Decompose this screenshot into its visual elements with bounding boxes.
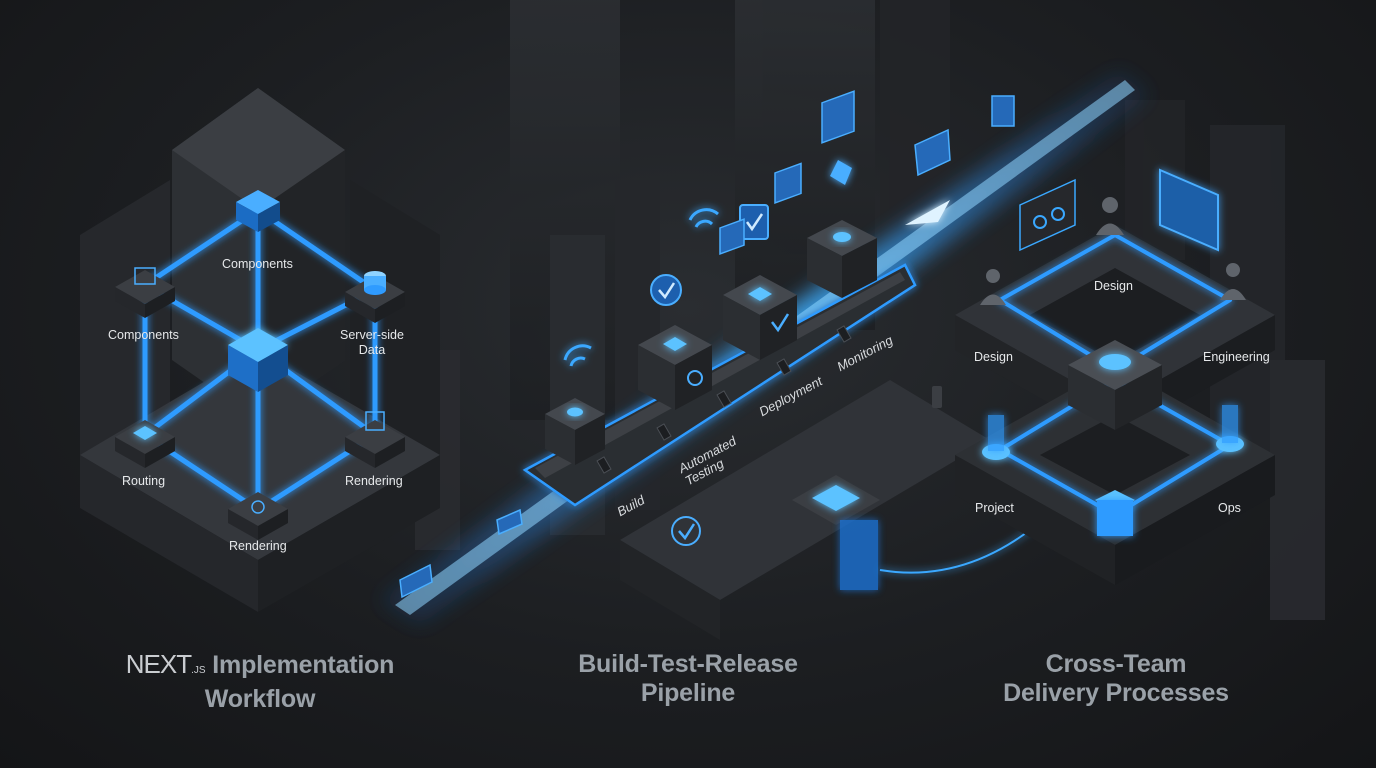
node-components-left — [115, 267, 175, 318]
cube-build — [545, 398, 605, 465]
label-design-top: Design — [1094, 279, 1133, 293]
label-project: Project — [975, 501, 1014, 515]
title-implementation: Implementation — [212, 651, 395, 679]
panel-title-pipeline: Build-Test-Release Pipeline — [538, 650, 838, 708]
label-rendering-bottom: Rendering — [229, 539, 287, 553]
label-ops: Ops — [1218, 501, 1241, 515]
label-rendering-right: Rendering — [345, 474, 403, 488]
title-build-test-release: Build-Test-Release — [578, 650, 798, 678]
hub-cube — [1068, 340, 1162, 430]
server-icon — [1095, 490, 1135, 536]
cube-testing — [638, 325, 712, 410]
wifi-icon — [563, 208, 719, 367]
person-icon — [980, 197, 1246, 305]
node-rendering-bottom — [228, 492, 288, 540]
label-design-left: Design — [974, 350, 1013, 364]
title-delivery-processes: Delivery Processes — [1003, 679, 1229, 707]
cube-monitoring — [807, 220, 877, 298]
nextjs-logo-suffix: .JS — [191, 665, 206, 676]
check-circle-icon — [671, 516, 701, 546]
panel-title-crossteam: Cross-Team Delivery Processes — [966, 650, 1266, 708]
panel-title-nextjs: NEXT.JS Implementation Workflow — [110, 650, 410, 714]
cube-deployment — [723, 275, 797, 360]
label-components-top: Components — [222, 257, 293, 271]
robot-icon — [830, 160, 852, 185]
label-routing: Routing — [122, 474, 166, 488]
node-server-data — [345, 271, 405, 323]
nextjs-logo-text: NEXT — [125, 649, 192, 679]
nextjs-workflow-diagram — [80, 88, 440, 612]
label-server-side-data: Server-side Data — [340, 328, 404, 358]
label-engineering: Engineering — [1203, 350, 1270, 364]
crossteam-diagram — [932, 168, 1275, 585]
node-rendering-right — [345, 411, 405, 468]
glow-pods — [982, 405, 1244, 460]
title-workflow: Workflow — [204, 685, 316, 713]
label-components-left: Components — [108, 328, 179, 342]
node-routing — [115, 420, 175, 468]
label-server-side-line2: Data — [358, 343, 386, 357]
document-icons — [399, 90, 1015, 599]
gear-panel-icon — [1019, 178, 1076, 252]
label-server-side-line1: Server-side — [340, 328, 404, 342]
title-pipeline: Pipeline — [640, 679, 736, 707]
title-cross-team: Cross-Team — [1045, 650, 1187, 678]
node-components-top — [236, 190, 280, 232]
node-center — [228, 328, 288, 392]
title-line-1: NEXT.JS Implementation — [110, 650, 410, 685]
nextjs-logo: NEXT.JS — [126, 649, 206, 679]
glowing-shaft — [792, 475, 1063, 590]
pipeline-diagram — [380, 70, 1150, 640]
monitor-icon — [1159, 168, 1219, 252]
